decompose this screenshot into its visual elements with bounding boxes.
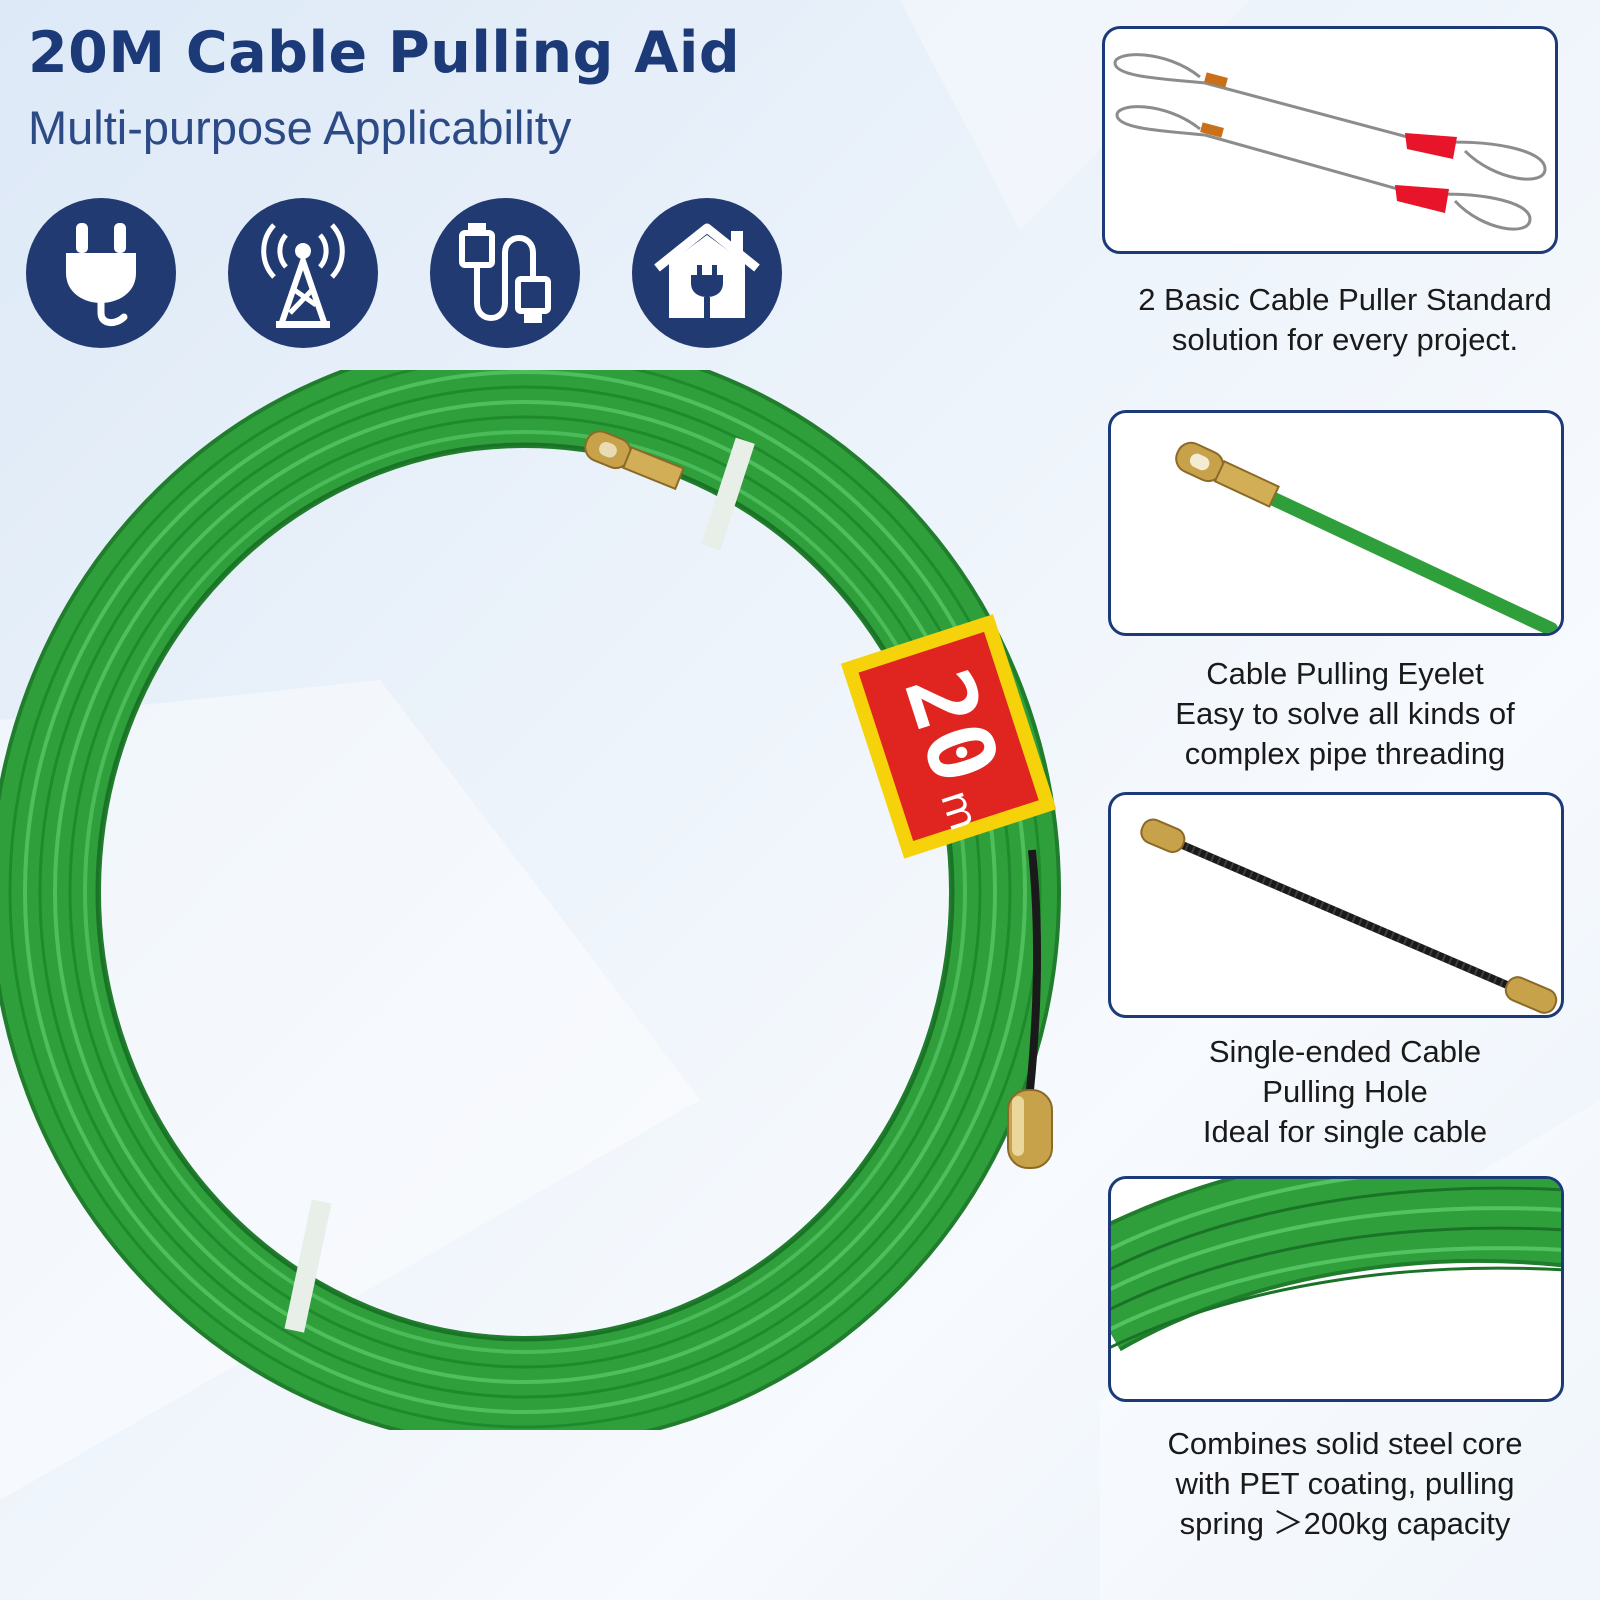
feature-caption-spring: Single-ended Cable Pulling Hole Ideal fo…: [1100, 1032, 1590, 1152]
cable-tie-top: [701, 437, 755, 551]
caption-line: spring ＞200kg capacity: [1179, 1506, 1511, 1541]
brass-tip: [1007, 1089, 1053, 1169]
caption-line: Easy to solve all kinds of: [1175, 696, 1515, 731]
page-subtitle: Multi-purpose Applicability: [28, 101, 572, 154]
page-title: 20M Cable Pulling Aid: [28, 20, 741, 86]
application-icons: [26, 198, 782, 348]
feature-panel-cable-pullers: [1102, 26, 1558, 254]
feature-panel-coating: [1108, 1176, 1564, 1402]
caption-line: solution for every project.: [1171, 322, 1519, 357]
spring-lead: [1026, 849, 1042, 1091]
caption-line: 2 Basic Cable Puller Standard: [1138, 282, 1552, 317]
cable-tie-bottom: [284, 1199, 332, 1333]
feature-caption-eyelet: Cable Pulling Eyelet Easy to solve all k…: [1100, 654, 1590, 774]
cable-coil-image: 20 m: [0, 370, 1061, 1430]
length-label: 20 m: [840, 614, 1057, 859]
caption-line: Single-ended Cable: [1208, 1034, 1482, 1069]
caption-line: Ideal for single cable: [1202, 1114, 1488, 1149]
cable-puller-image: [1113, 53, 1547, 231]
coating-closeup-image: [1111, 1179, 1561, 1352]
feature-panel-spring: [1108, 792, 1564, 1018]
caption-line: Combines solid steel core: [1167, 1426, 1523, 1461]
cable-coil: [0, 370, 1061, 1430]
caption-line: with PET coating, pulling: [1175, 1466, 1515, 1501]
feature-caption-coating: Combines solid steel core with PET coati…: [1100, 1424, 1590, 1544]
feature-panel-eyelet: [1108, 410, 1564, 636]
house-plug-icon: [632, 198, 782, 348]
spring-image: [1140, 818, 1558, 1014]
feature-caption-cable-pullers: 2 Basic Cable Puller Standard solution f…: [1100, 280, 1590, 360]
brass-eyelet: [584, 430, 685, 491]
eyelet-image: [1175, 441, 1558, 633]
signal-tower-icon: [228, 198, 378, 348]
caption-line: Pulling Hole: [1262, 1074, 1428, 1109]
caption-line: complex pipe threading: [1184, 736, 1506, 771]
power-plug-icon: [26, 198, 176, 348]
network-cable-icon: [430, 198, 580, 348]
caption-line: Cable Pulling Eyelet: [1206, 656, 1484, 691]
